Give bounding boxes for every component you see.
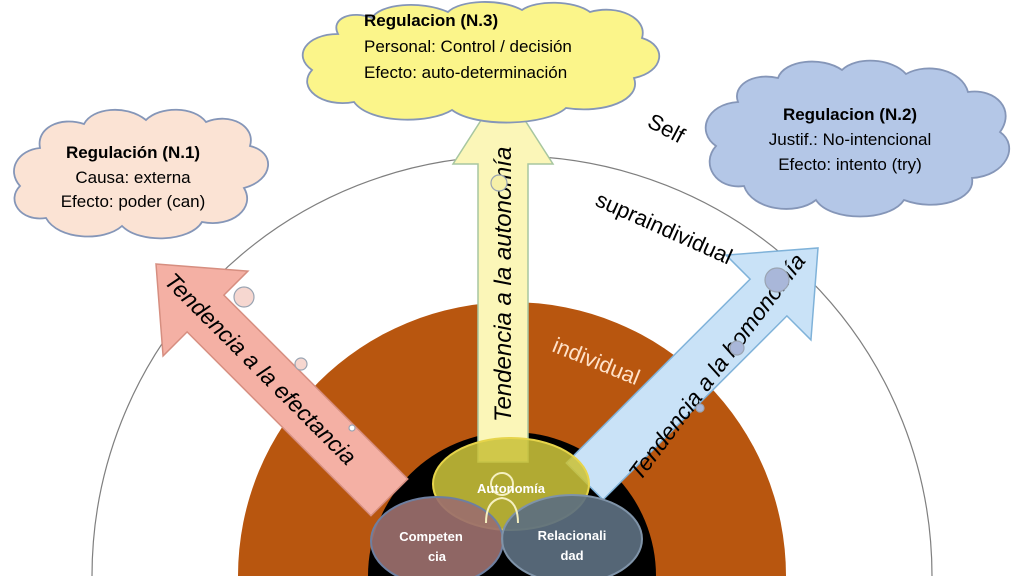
cloud-n1-line2: Efecto: poder (can): [61, 192, 206, 211]
need-competencia-label-2: cia: [428, 549, 447, 564]
cloud-n1-title: Regulación (N.1): [66, 143, 200, 162]
need-autonomia-label: Autonomía: [477, 481, 546, 496]
level-label-supraindividual: supraindividual: [592, 187, 736, 270]
arrow-efectancia-label: Tendencia a la efectancia: [160, 268, 362, 470]
cloud-n2-line1: Justif.: No-intencional: [769, 130, 932, 149]
cloud-regulacion-n3: Regulacion (N.3) Personal: Control / dec…: [301, 1, 660, 124]
cloud-n2-title: Regulacion (N.2): [783, 105, 917, 124]
cloud-n3-line1: Personal: Control / decisión: [364, 37, 572, 56]
need-relacionalidad-label-1: Relacionali: [538, 528, 607, 543]
cloud-regulacion-n2: Regulacion (N.2) Justif.: No-intencional…: [704, 59, 1011, 218]
cloud-n3-title: Regulacion (N.3): [364, 11, 498, 30]
cloud-n1-line1: Causa: externa: [75, 168, 191, 187]
need-competencia-label-1: Competen: [399, 529, 463, 544]
needs-venn: Autonomía Competen cia Relacionali dad: [370, 437, 643, 581]
need-relacionalidad-circle: [501, 494, 643, 581]
cloud-regulacion-n1: Regulación (N.1) Causa: externa Efecto: …: [13, 108, 269, 240]
arrow-autonomia: Tendencia a la autonomía: [451, 84, 555, 463]
person-icon: [485, 472, 519, 524]
level-label-self: Self: [644, 108, 690, 148]
cloud-n2-line2: Efecto: intento (try): [778, 155, 922, 174]
arrow-autonomia-label: Tendencia a la autonomía: [490, 147, 517, 422]
cloud-n3-line2: Efecto: auto-determinación: [364, 63, 567, 82]
need-relacionalidad-label-2: dad: [560, 548, 583, 563]
bubbles: [233, 174, 790, 432]
